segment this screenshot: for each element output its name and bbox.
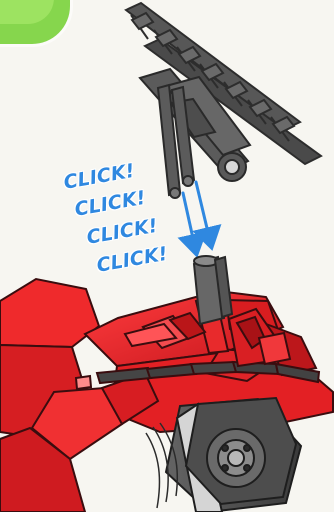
click-callout-stack: CLICK! CLICK! CLICK! CLICK! — [58, 170, 198, 310]
seat-and-console — [229, 309, 290, 366]
click-callout-4: CLICK! — [95, 245, 169, 276]
front-wheel — [166, 398, 301, 512]
click-callout-2: CLICK! — [73, 189, 147, 220]
ladder-assembly — [126, 3, 321, 198]
click-callout-3: CLICK! — [85, 217, 159, 248]
hose-post — [194, 256, 232, 324]
